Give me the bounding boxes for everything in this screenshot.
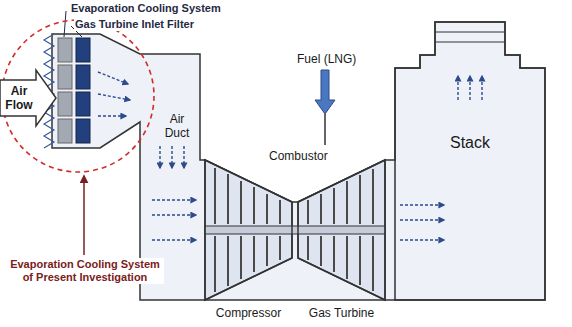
stack-band: [435, 32, 505, 33]
pointer-arrow: [83, 176, 85, 255]
node-text: Compressor: [205, 306, 292, 320]
leader-line: [64, 11, 66, 37]
focus-circle: [2, 20, 154, 172]
shape-outline: [205, 160, 292, 300]
shape-outline-path: [0, 70, 56, 126]
shape-outline: [298, 160, 385, 300]
stack-band: [435, 42, 505, 43]
gas-turbine-section: Gas Turbine: [298, 160, 385, 300]
fuel-label: Fuel (LNG): [296, 52, 357, 66]
shape-outline-path: [395, 22, 545, 300]
callout-label: Gas Turbine Inlet Filter: [74, 18, 195, 31]
node-text: Air Flow: [2, 84, 36, 112]
investigation-note: Evaporation Cooling System of Present In…: [6, 258, 164, 284]
exhaust-stack: Stack: [395, 22, 545, 300]
inlet-filter: [76, 38, 90, 143]
shaft: [205, 226, 385, 234]
turbine-blades: [308, 169, 373, 291]
duct-label: Air Duct: [156, 112, 198, 140]
node-text: Stack: [425, 134, 515, 152]
flow-arrows: [98, 72, 482, 240]
shape-outline-path: [298, 160, 385, 300]
compressor-blades: [215, 168, 280, 292]
combustor-label: Combustor: [268, 149, 329, 163]
cooling-media: [58, 38, 72, 143]
node-text: Gas Turbine: [298, 306, 385, 320]
fuel-arrow: [315, 70, 335, 114]
shape-outline: [395, 22, 545, 300]
compressor-section: Compressor: [205, 160, 292, 300]
shape-outline-path: [205, 160, 292, 300]
fuel-line: [324, 114, 326, 145]
callout-label: Evaporation Cooling System: [70, 2, 222, 15]
air-flow-arrow: Air Flow: [0, 70, 56, 126]
